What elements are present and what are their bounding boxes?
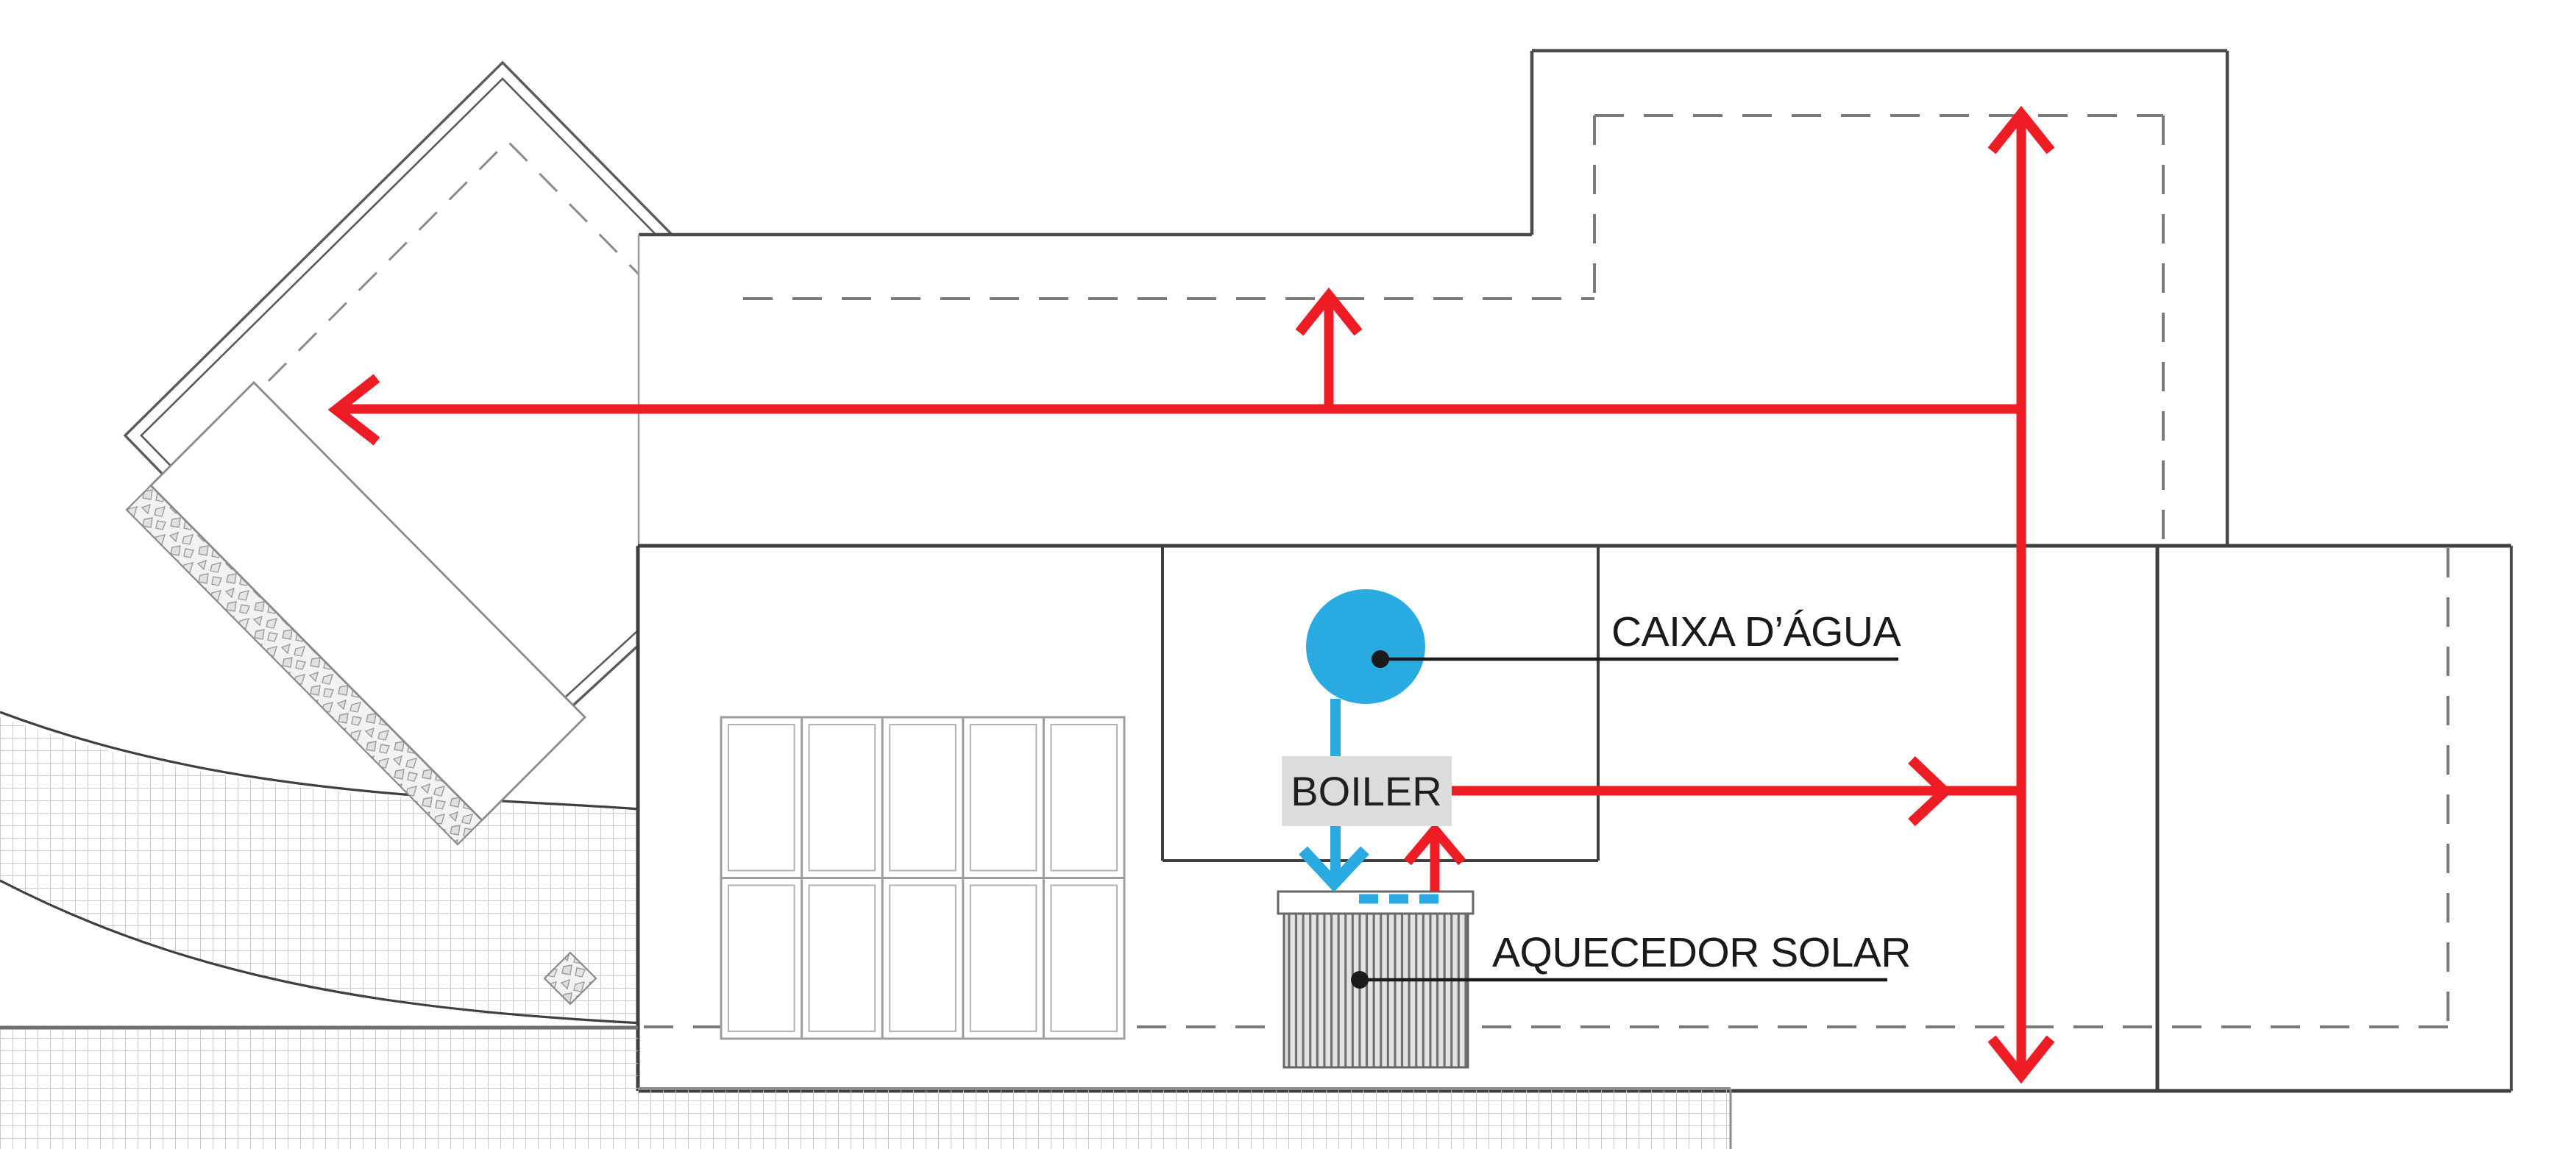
hot-arrow-branch-up-icon — [1295, 287, 1363, 336]
cold-arrow-down-icon — [1299, 846, 1369, 892]
boiler-label: BOILER — [1291, 768, 1441, 814]
upper-block-fill — [639, 51, 2227, 546]
solar-heater-label: AQUECEDOR SOLAR — [1492, 929, 1911, 976]
sidewalk-strips — [0, 1025, 1732, 1149]
cold-water-piping — [1299, 699, 1442, 904]
solar-collector-tubes — [1282, 912, 1469, 1069]
hot-arrow-left-icon — [327, 374, 380, 446]
sidewalk-strip-left — [0, 1028, 638, 1149]
driveway-curve-lower — [0, 879, 722, 1028]
water-tank-label: CAIXA D’ÁGUA — [1611, 608, 1901, 655]
solar-heater-callout: AQUECEDOR SOLAR — [1351, 929, 1911, 989]
water-tank-circle — [1306, 589, 1425, 704]
driveway-curve-upper — [0, 711, 639, 811]
building-outline — [636, 49, 2513, 1093]
hot-arrow-top-icon — [1987, 105, 2055, 154]
hot-arrow-right-icon — [1908, 755, 1953, 827]
hot-arrow-bottom-icon — [1987, 1035, 2055, 1084]
skylight-grid — [720, 716, 1126, 1040]
boiler-box — [1282, 756, 1452, 826]
boiler: BOILER — [1282, 756, 1452, 826]
paving-area — [0, 711, 722, 1028]
annex-pier-hatch — [543, 951, 597, 1006]
hot-water-piping — [327, 105, 2055, 1084]
hot-arrow-return-up-icon — [1404, 822, 1466, 866]
paving-grid-region — [0, 717, 638, 1025]
sidewalk-strip-center — [638, 1089, 1731, 1149]
utility-room — [1161, 546, 1600, 862]
water-tank-callout: CAIXA D’ÁGUA — [1372, 608, 1901, 668]
annex-patio — [149, 381, 586, 822]
